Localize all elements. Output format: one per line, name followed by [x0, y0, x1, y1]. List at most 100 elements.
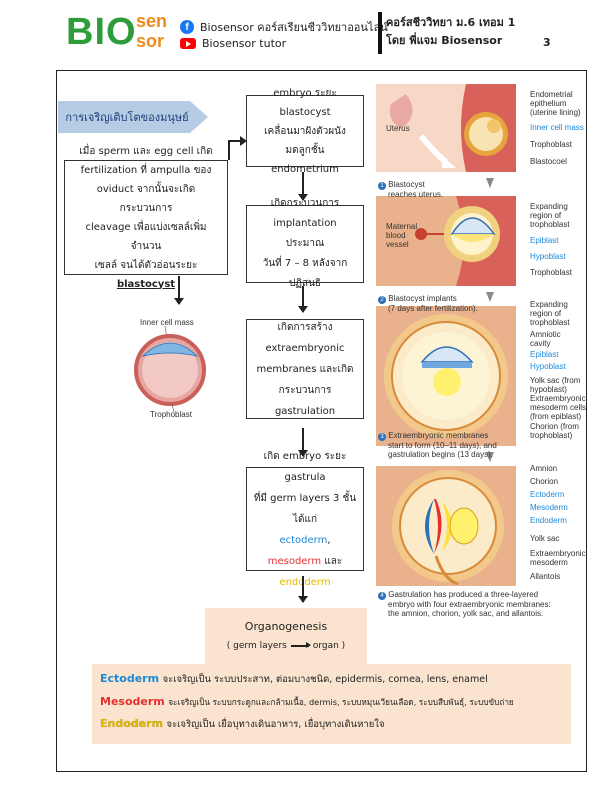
fig-label-epiblast: Epiblast — [530, 236, 559, 245]
fig-label-yolk-sac: Yolk sac (from hypoblast) — [530, 376, 580, 394]
step-1-line: embryo ระยะ blastocyst — [273, 87, 337, 118]
step-4-line: ectoderm, mesoderm และ — [253, 530, 357, 572]
caption-line: the amnion, chorion, yolk sac, and allan… — [388, 609, 544, 618]
caption-3-number: 3 — [378, 433, 386, 441]
step-3-line: membranes และเกิด — [256, 363, 354, 375]
fig-label-allantois: Allantois — [530, 572, 561, 581]
course-line-1: คอร์สชีววิทยา ม.6 เทอม 1 — [386, 16, 516, 29]
caption-4-number: 4 — [378, 592, 386, 600]
fig-label-line: blood — [386, 231, 406, 240]
youtube-icon — [180, 38, 196, 49]
step-2-line: วันที่ 7 – 8 หลังจากปฏิสนธิ — [262, 258, 348, 289]
fig-label-line: vessel — [386, 240, 409, 249]
organogenesis-subtitle: ( germ layers organ ) — [227, 637, 345, 655]
facebook-icon: f — [180, 20, 194, 34]
page-number: 3 — [543, 36, 551, 49]
step-4-line: เกิด embryo ระยะ gastrula — [263, 450, 347, 483]
fig-label-hypoblast-2: Hypoblast — [530, 362, 566, 371]
caption-2-number: 2 — [378, 296, 386, 304]
facebook-line[interactable]: f Biosensor คอร์สเรียนชีววิทยาออนไลน์ — [180, 18, 388, 36]
fig-label-blastocoel: Blastocoel — [530, 157, 567, 166]
blastocyst-illustration — [134, 325, 206, 413]
step-3-line: กระบวนการ gastrulation — [274, 384, 336, 417]
fig-label-yolk-sac-2: Yolk sac — [530, 534, 560, 543]
fig-label-line: Yolk sac (from — [530, 376, 581, 385]
fig-label-line: trophoblast — [530, 220, 570, 229]
fig-label-trophoblast-2: Trophoblast — [530, 268, 572, 277]
fertilization-line: fertilization ที่ ampulla ของ — [80, 164, 212, 176]
fig-label-line: Expanding — [530, 300, 568, 309]
derivative-name: Endoderm — [100, 717, 163, 730]
fig-label-line: Endometrial — [530, 90, 573, 99]
fig-label-line: Amniotic — [530, 330, 561, 339]
content-frame — [56, 70, 587, 772]
fig-label-line: region of — [530, 309, 562, 318]
fig-label-extraembryonic-meso: Extraembryonic mesoderm cells (from epib… — [530, 394, 586, 421]
caption-line: reaches uterus. — [388, 190, 444, 199]
facebook-text: Biosensor คอร์สเรียนชีววิทยาออนไลน์ — [200, 21, 388, 34]
caption-line: gastrulation begins (13 days). — [388, 450, 493, 459]
step-3-line: เกิดการสร้าง — [277, 321, 333, 333]
fig-label-trophoblast: Trophoblast — [530, 140, 572, 149]
fig-label-line: Extraembryonic — [530, 549, 586, 558]
fig-label-line: Maternal — [386, 222, 418, 231]
arrow-to-blastocyst — [174, 276, 184, 305]
fig-label-line: Chorion (from — [530, 422, 579, 431]
arrow-step-3-4 — [298, 428, 308, 457]
caption-line: Gastrulation has produced a three-layere… — [388, 590, 539, 599]
blastocyst-keyword: blastocyst — [116, 278, 176, 290]
fig-label-line: hypoblast) — [530, 385, 567, 394]
biosensor-logo: BIO sen sor — [66, 10, 176, 54]
fig-label-extraembryonic-meso-2: Extraembryonic mesoderm — [530, 549, 586, 567]
youtube-line[interactable]: Biosensor tutor — [180, 37, 286, 50]
derivative-text: จะเจริญเป็น ระบบประสาท, ต่อมบางชนิด, epi… — [162, 674, 488, 685]
fig-label-amniotic: Amniotic cavity — [530, 330, 561, 348]
fig-label-line: Extraembryonic — [530, 394, 586, 403]
fig-label-line: trophoblast — [530, 318, 570, 327]
step-4-mesoderm: mesoderm — [267, 555, 322, 567]
header-divider — [378, 12, 382, 54]
caption-4: 4 Gastrulation has produced a three-laye… — [378, 590, 551, 618]
logo-sen-text: sen — [136, 11, 168, 31]
arrow-step-4-organogenesis — [298, 576, 308, 603]
fig-label-line: epithelium — [530, 99, 567, 108]
fig-label-line: (uterine lining) — [530, 108, 581, 117]
caption-line: start to form (10–11 days), and — [388, 441, 497, 450]
step-1-box: embryo ระยะ blastocyst เคลื่อนมาฝังตัวผน… — [246, 88, 364, 175]
derivative-text: จะเจริญเป็น ระบบกระดูกและกล้ามเนื้อ, der… — [168, 697, 514, 707]
fig-label-expanding: Expanding region of trophoblast — [530, 202, 570, 229]
organogenesis-title: Organogenesis — [244, 620, 328, 633]
fig-label-endometrial: Endometrial epithelium (uterine lining) — [530, 90, 581, 117]
derivative-row-endoderm: Endoderm จะเจริญเป็น เยื่อบุทางเดินอาหาร… — [100, 713, 563, 736]
caption-3: 3 Extraembryonic membranes start to form… — [378, 431, 497, 459]
logo-bio-text: BIO — [66, 11, 137, 53]
derivative-row-ectoderm: Ectoderm จะเจริญเป็น ระบบประสาท, ต่อมบาง… — [100, 668, 563, 691]
step-4-box: เกิด embryo ระยะ gastrula ที่มี germ lay… — [246, 451, 364, 588]
trophoblast-label: Trophoblast — [150, 410, 192, 419]
fig-label-inner-cell-mass: Inner cell mass — [530, 123, 584, 132]
right-arrow-icon — [290, 642, 311, 649]
fig-label-line: trophoblast) — [530, 431, 573, 440]
connector-v — [228, 140, 230, 160]
fig-label-epiblast-2: Epiblast — [530, 350, 559, 359]
subtitle-left: ( germ layers — [226, 641, 287, 651]
fig-label-chorion: Chorion (from trophoblast) — [530, 422, 579, 440]
step-2-line: เกิดกระบวนการ — [270, 198, 340, 209]
fig-label-line: (from epiblast) — [530, 412, 582, 421]
fertilization-line: เซลล์ จนได้ตัวอ่อนระยะ blastocyst — [71, 256, 221, 294]
fertilization-line: cleavage เพื่อแบ่งเซลล์เพิ่มจำนวน — [85, 221, 207, 252]
caption-line: Blastocyst implants — [388, 294, 457, 303]
inner-cell-mass-label: Inner cell mass — [140, 318, 194, 327]
caption-line: embryo with four extraembryonic membrane… — [388, 600, 551, 609]
youtube-text: Biosensor tutor — [202, 37, 287, 50]
fig-label-amnion: Amnion — [530, 464, 558, 473]
derivative-name: Ectoderm — [100, 672, 160, 685]
section-title: การเจริญเติบโตของมนุษย์ — [65, 111, 189, 124]
step-4-line: ที่มี germ layers 3 ชั้น ได้แก่ — [253, 492, 357, 525]
arrow-step-1-2 — [298, 172, 308, 201]
derivative-text: จะเจริญเป็น เยื่อบุทางเดินอาหาร, เยื่อบุ… — [166, 719, 385, 730]
fig-label-line: Expanding — [530, 202, 568, 211]
step-4-and: และ — [324, 555, 343, 567]
fig-label-line: mesoderm cells — [530, 403, 587, 412]
caption-line: Blastocyst — [388, 180, 425, 189]
